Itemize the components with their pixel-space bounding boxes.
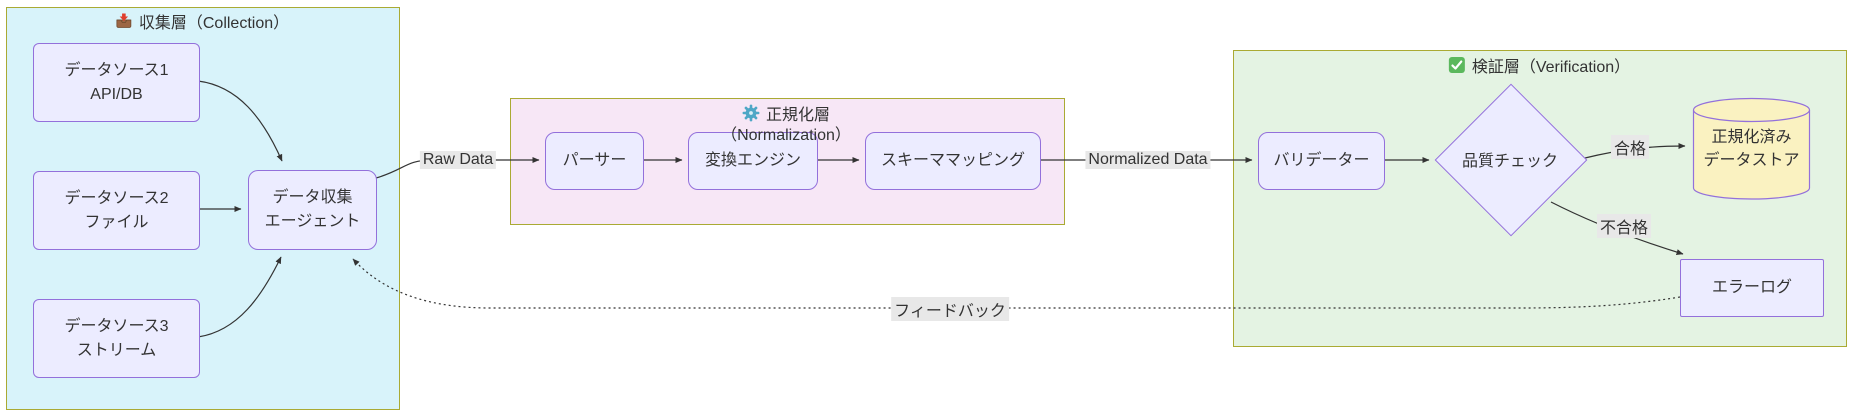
node-transform-engine-label: 変換エンジン bbox=[704, 152, 801, 169]
edge-ds1-agent bbox=[197, 80, 283, 162]
node-datastore-line1: 正規化済み bbox=[1711, 129, 1792, 146]
edge-label-normalized-data: Normalized Data bbox=[1085, 151, 1211, 169]
edge-errorlog-agent-feedback bbox=[352, 258, 1681, 309]
node-schema-mapping-label: スキーママッピング bbox=[880, 152, 1025, 169]
edge-label-feedback: フィードバック bbox=[891, 297, 1009, 321]
normalization-layer-title-text: 正規化層 bbox=[765, 107, 831, 124]
node-validator: バリデーター bbox=[1258, 132, 1385, 190]
collection-layer-title: 収集層（Collection） bbox=[115, 9, 289, 33]
normalization-layer-subtitle-text: （Normalization） bbox=[721, 127, 851, 144]
normalization-layer-subtitle: （Normalization） bbox=[721, 121, 851, 145]
node-datasource1-line2: API/DB bbox=[90, 85, 143, 103]
check-icon bbox=[1448, 56, 1466, 74]
verification-layer-title: 検証層（Verification） bbox=[1448, 53, 1630, 77]
edge-ds3-agent bbox=[197, 256, 282, 338]
node-error-log-label: エラーログ bbox=[1711, 279, 1792, 296]
normalization-layer-title: 正規化層 bbox=[742, 101, 830, 125]
node-datastore-label: 正規化済み データストア bbox=[1692, 126, 1811, 172]
node-datasource3: データソース3 ストリーム bbox=[33, 299, 200, 378]
verification-layer-title-text: 検証層（Verification） bbox=[1471, 59, 1631, 76]
node-datasource2-line2: ファイル bbox=[84, 213, 149, 231]
node-datasource1-line1: データソース1 bbox=[64, 61, 169, 79]
node-schema-mapping: スキーママッピング bbox=[865, 132, 1041, 190]
edge-label-fail: 不合格 bbox=[1596, 214, 1652, 238]
node-collection-agent-line1: データ収集 bbox=[272, 189, 353, 206]
node-transform-engine: 変換エンジン bbox=[688, 132, 818, 190]
collection-layer-title-text: 収集層（Collection） bbox=[138, 15, 290, 32]
inbox-tray-icon bbox=[115, 12, 133, 30]
node-parser-label: パーサー bbox=[562, 152, 627, 169]
edge-label-pass: 合格 bbox=[1610, 135, 1650, 159]
node-datastore-line2: データストア bbox=[1703, 152, 1800, 170]
node-datastore-cylinder bbox=[1692, 97, 1811, 201]
node-datasource2: データソース2 ファイル bbox=[33, 171, 200, 250]
node-quality-check-label: 品質チェック bbox=[1461, 153, 1558, 170]
node-validator-label: バリデーター bbox=[1273, 152, 1370, 169]
node-datasource3-line2: ストリーム bbox=[76, 341, 157, 359]
node-datasource1: データソース1 API/DB bbox=[33, 43, 200, 122]
node-datasource3-line1: データソース3 bbox=[64, 317, 169, 335]
node-collection-agent-line2: エージェント bbox=[264, 213, 361, 230]
node-error-log: エラーログ bbox=[1680, 259, 1824, 317]
gear-icon bbox=[742, 104, 760, 122]
node-collection-agent: データ収集 エージェント bbox=[248, 170, 377, 250]
node-datasource2-line1: データソース2 bbox=[64, 189, 169, 207]
node-parser: パーサー bbox=[545, 132, 644, 190]
edge-label-raw-data: Raw Data bbox=[419, 151, 497, 169]
